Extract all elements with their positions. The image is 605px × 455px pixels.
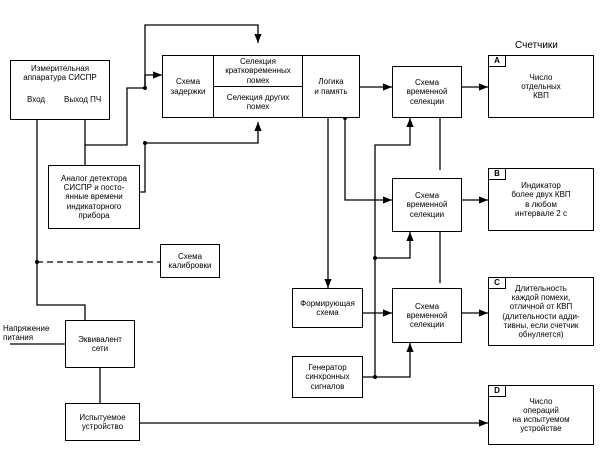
counter-a-text: Число отдельных КВП	[521, 72, 561, 101]
shaping-circuit-box: Формирующая схема	[292, 288, 363, 328]
delay-circuit-label: Схема задержки	[170, 77, 206, 96]
if-output-label: Выход ПЧ	[64, 95, 102, 104]
delay-circuit-box: Схема задержки	[162, 55, 214, 118]
time-selection-label-2: Схема временной селекции	[406, 191, 448, 219]
counter-b-text: Индикатор более двух КВП в любом интерва…	[511, 181, 571, 218]
counter-a-tag: A	[488, 55, 506, 67]
input-terminal-label: Вход	[27, 95, 46, 104]
device-under-test-box: Испытуемое устройство	[65, 403, 140, 441]
short-interference-selection-box: Селекция кратковременных помех	[213, 55, 303, 87]
logic-memory-label: Логика и память	[314, 77, 348, 96]
calibration-label: Схема калибровки	[168, 251, 212, 270]
counters-title: Счетчики	[515, 40, 558, 51]
measuring-equipment-label: Измерительная аппаратура СИСПР	[23, 64, 97, 83]
analog-detector-box: Аналог детектора СИСПР и посто- янные вр…	[48, 165, 140, 229]
network-equivalent-box: Эквивалент сети	[65, 320, 135, 368]
supply-voltage-label: Напряжение питания	[3, 324, 50, 343]
time-selection-box-2: Схема временной селекции	[392, 178, 462, 232]
device-under-test-label: Испытуемое устройство	[79, 412, 126, 431]
counter-c-tag: C	[488, 277, 506, 289]
counter-d-tag: D	[488, 385, 506, 397]
counter-d-text: Число операций на испытуемом устройстве	[512, 396, 570, 434]
time-selection-box-1: Схема временной селекции	[392, 66, 462, 118]
counter-b-box: Индикатор более двух КВП в любом интерва…	[488, 168, 594, 231]
time-selection-label-1: Схема временной селекции	[406, 78, 448, 106]
network-equivalent-label: Эквивалент сети	[78, 334, 122, 353]
sync-generator-box: Генератор синхронных сигналов	[292, 356, 363, 398]
logic-memory-box: Логика и память	[302, 55, 360, 118]
calibration-box: Схема калибровки	[160, 244, 220, 278]
other-interference-selection-box: Селекция других помех	[213, 86, 303, 118]
counter-b-tag: B	[488, 168, 506, 180]
measuring-equipment-box: Измерительная аппаратура СИСПР	[10, 60, 110, 120]
time-selection-box-3: Схема временной селекции	[392, 288, 462, 343]
time-selection-label-3: Схема временной селекции	[406, 301, 448, 330]
short-interference-selection-label: Селекция кратковременных помех	[225, 57, 291, 85]
counter-c-text: Длительность каждой помехи, отличной от …	[502, 283, 580, 339]
analog-detector-label: Аналог детектора СИСПР и посто- янные вр…	[61, 174, 127, 220]
other-interference-selection-label: Селекция других помех	[226, 92, 290, 111]
sync-generator-label: Генератор синхронных сигналов	[305, 363, 350, 391]
shaping-circuit-label: Формирующая схема	[300, 298, 355, 317]
counter-c-box: Длительность каждой помехи, отличной от …	[488, 277, 594, 346]
